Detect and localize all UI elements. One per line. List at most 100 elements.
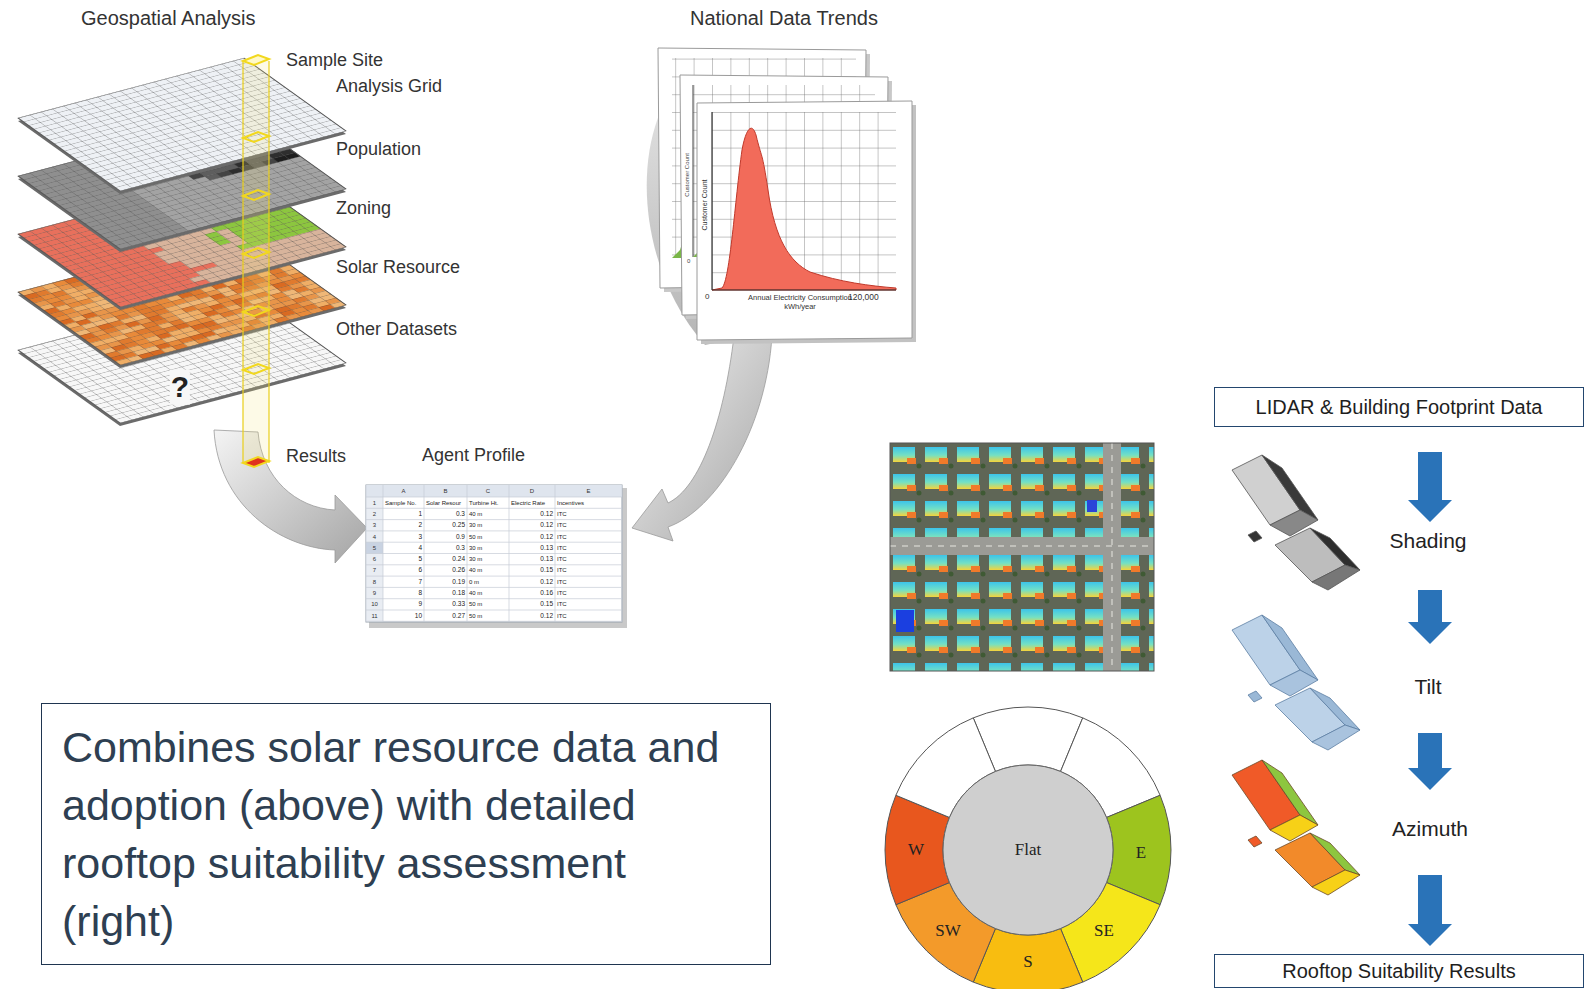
tilt-model <box>1232 615 1360 750</box>
wheel-label: Flat <box>1015 840 1041 860</box>
table-cell: 5 <box>418 555 422 562</box>
column-letter: A <box>401 488 405 495</box>
layer-label: Population <box>336 139 421 160</box>
table-cell: 0.3 <box>456 510 465 517</box>
table-cell: 0.12 <box>540 522 553 529</box>
row-number: 2 <box>373 510 376 517</box>
table-cell: ITC <box>557 612 567 619</box>
table-cell: 8 <box>418 589 422 596</box>
map-layer <box>18 58 346 191</box>
axis-tick: 120,000 <box>848 293 879 303</box>
axis-label: Annual Electricity Consumption kWh/year <box>744 294 856 311</box>
step-label: Tilt <box>1414 675 1441 699</box>
table-line <box>366 497 622 498</box>
table-cell: 0.12 <box>540 510 553 517</box>
table-cell: 3 <box>418 533 422 540</box>
table-cell: 0.12 <box>540 612 553 619</box>
row-number: 6 <box>373 556 376 563</box>
table-cell: 0.13 <box>540 544 553 551</box>
table-cell: 10 <box>415 612 422 619</box>
table-cell: ITC <box>557 578 567 585</box>
table-cell: 7 <box>418 578 422 585</box>
sample-column <box>268 61 269 463</box>
table-cell: 0.18 <box>452 589 465 596</box>
row-number: 10 <box>371 601 378 608</box>
sample-cell <box>243 248 269 258</box>
sample-cell <box>243 132 269 142</box>
process-box: LIDAR & Building Footprint Data <box>1214 387 1584 427</box>
table-cell: 2 <box>418 522 422 529</box>
table-line <box>366 542 622 543</box>
table-line <box>366 553 622 554</box>
table-cell: 0.26 <box>452 567 465 574</box>
table-cell: 0 m <box>469 578 479 585</box>
axis-tick: 0 <box>686 258 691 265</box>
row-number: 7 <box>373 567 376 574</box>
layer-outline <box>18 58 346 191</box>
table-cell: 0.15 <box>540 567 553 574</box>
table-cell: 0.19 <box>452 578 465 585</box>
sample-cell <box>243 364 269 374</box>
table-cell: 30 m <box>469 522 482 529</box>
table-cell: 40 m <box>469 590 482 597</box>
sample-column <box>242 61 243 463</box>
table-cell: Solar Resour <box>426 499 461 506</box>
table-cell: 50 m <box>469 612 482 619</box>
table-cell: ITC <box>557 533 567 540</box>
row-number: 9 <box>373 590 376 597</box>
row-header <box>366 497 383 621</box>
layer-label: Solar Resource <box>336 257 460 278</box>
axis-label: Customer Count <box>701 179 709 232</box>
table-line <box>366 576 622 577</box>
table-title: Agent Profile <box>422 445 525 466</box>
axis-tick: 0 <box>705 292 709 301</box>
table-cell: ITC <box>557 567 567 574</box>
table-line <box>366 587 622 588</box>
azimuth-model <box>1232 760 1360 895</box>
table-cell: 4 <box>418 544 422 551</box>
table-cell: 30 m <box>469 544 482 551</box>
unknown-mark: ? <box>170 370 190 405</box>
table-line <box>366 519 622 520</box>
header-row <box>366 485 622 497</box>
flow-arrow <box>632 336 772 541</box>
column-letter: E <box>586 488 590 495</box>
section-heading: Geospatial Analysis <box>81 7 256 30</box>
table-cell: 9 <box>418 601 422 608</box>
table-cell: 40 m <box>469 567 482 574</box>
table-cell: 0.24 <box>452 555 465 562</box>
wheel-center <box>943 765 1113 935</box>
layer-fill <box>18 58 346 191</box>
spreadsheet <box>366 485 627 628</box>
sample-cell <box>243 306 269 316</box>
grid-lines <box>18 58 346 191</box>
map-layers <box>18 55 346 467</box>
column-letter: D <box>530 488 534 495</box>
aerial-photo <box>890 443 1154 671</box>
wheel-label: W <box>908 840 924 860</box>
table-cell: 0.13 <box>540 555 553 562</box>
table-line <box>366 621 622 622</box>
table-line <box>366 564 622 565</box>
table-cell: 30 m <box>469 556 482 563</box>
step-label: Shading <box>1389 529 1466 553</box>
step-label: Azimuth <box>1392 817 1468 841</box>
step-arrows <box>1408 452 1452 946</box>
table-cell: 6 <box>418 567 422 574</box>
column-letter: C <box>486 488 490 495</box>
table-cell: 0.3 <box>456 544 465 551</box>
box-text: Combines solar resource data and adoptio… <box>62 718 750 950</box>
table-cell: 0.16 <box>540 589 553 596</box>
chart-cards <box>658 48 916 344</box>
table-cell: 0.12 <box>540 578 553 585</box>
table-cell: 0.9 <box>456 533 465 540</box>
table-cell: Electric Rate <box>511 499 545 506</box>
axis-label: Customer Count <box>684 152 691 198</box>
table-cell: 0.25 <box>452 522 465 529</box>
wheel-label: SW <box>935 921 961 941</box>
wheel-label: S <box>1023 952 1032 972</box>
section-heading: National Data Trends <box>690 7 878 30</box>
table-cell: 0.27 <box>452 612 465 619</box>
table-line <box>366 598 622 599</box>
azimuth-wheel <box>885 707 1171 989</box>
